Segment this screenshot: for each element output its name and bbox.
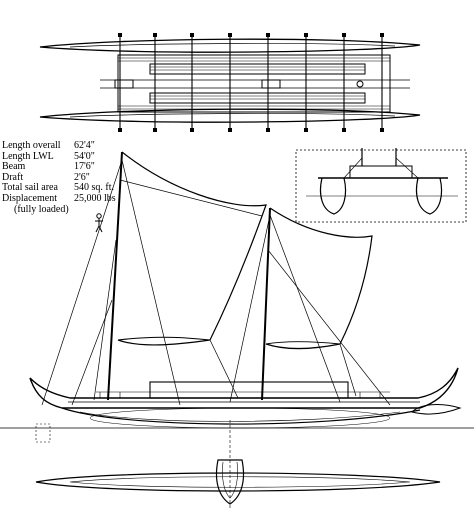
spec-row: Draft 2'6": [2, 171, 132, 184]
end-view-brace-right: [395, 157, 419, 179]
spec-value: 62'4": [74, 140, 95, 151]
plan-hull-upper: [39, 38, 421, 53]
hull-lines-inner: [69, 476, 411, 488]
spec-value: 17'6": [74, 161, 95, 173]
specifications-table: Length overall 62'4" Length LWL 54'0" Beam 17…: [2, 140, 132, 216]
sail-plan: [41, 151, 391, 406]
sail-aft-boom: [265, 341, 341, 345]
spec-row: (fully loaded): [2, 203, 132, 216]
plan-mast-step-forward: [114, 79, 134, 89]
profile-view: [0, 367, 474, 510]
plan-view: [39, 33, 421, 132]
spec-label: Beam: [2, 161, 26, 173]
end-view: [295, 148, 467, 223]
plan-deckhouse-lower: [149, 92, 366, 104]
plan-mast-step-aft: [261, 79, 281, 89]
hull-lines-view: [35, 459, 441, 505]
hull-lines-outline: [35, 472, 441, 492]
sail-forward-boom: [117, 336, 211, 341]
spec-row: Beam 17'6": [2, 162, 132, 173]
spec-row: Total sail area 540 sq. ft.: [2, 183, 132, 194]
end-view-hull-starboard: [415, 177, 443, 215]
spec-value: 2'6": [74, 171, 90, 183]
lwl-marker: [35, 423, 51, 443]
plan-deck-planks: [118, 57, 390, 110]
spec-row: Length overall 62'4": [2, 140, 132, 152]
displacement-note: (fully loaded): [14, 203, 69, 215]
profile-hull-ellipse: [89, 407, 391, 429]
plan-steering-position: [356, 80, 364, 88]
profile-hull: [29, 367, 459, 409]
spec-row: Displacement 25,000 lbs: [2, 192, 132, 205]
hull-section-inner: [222, 461, 238, 499]
plan-hull-lower: [39, 108, 421, 123]
spec-label: Length overall: [2, 140, 61, 151]
plan-hull-lower-inner: [69, 113, 396, 118]
spec-label: Draft: [2, 171, 24, 183]
spec-label: Total sail area: [2, 182, 58, 194]
spec-value: 54'0": [74, 150, 95, 162]
sail-aft: [265, 207, 373, 350]
profile-underbody: [61, 407, 421, 425]
plan-deck: [117, 54, 391, 113]
plan-crossbeam-ends: [118, 33, 384, 132]
hull-section-body: [215, 459, 245, 505]
spec-label: Length LWL: [2, 150, 54, 162]
rigging-lines: [41, 159, 391, 406]
spec-label: Displacement: [2, 192, 57, 204]
plan-hull-upper-inner: [69, 43, 396, 48]
scale-figure: [95, 213, 103, 233]
profile-underbody-inner: [79, 411, 401, 422]
spec-value: 540 sq. ft.: [74, 182, 114, 194]
mast-forward: [107, 151, 123, 401]
plan-deckhouse-upper: [149, 63, 366, 75]
steering-paddle: [411, 404, 462, 415]
profile-deck-stanchions: [96, 391, 390, 398]
spec-value: 25,000 lbs: [74, 192, 116, 204]
end-view-frame: [295, 149, 467, 223]
profile-deckhouse: [149, 381, 349, 399]
end-view-deckhouse: [349, 165, 413, 179]
end-view-brace-left: [343, 157, 363, 179]
sail-forward: [117, 151, 267, 346]
plan-crossbeams: [119, 36, 383, 129]
spec-row: Length LWL 54'0": [2, 150, 132, 163]
mast-aft: [261, 207, 271, 401]
end-view-hull-port: [319, 177, 347, 215]
